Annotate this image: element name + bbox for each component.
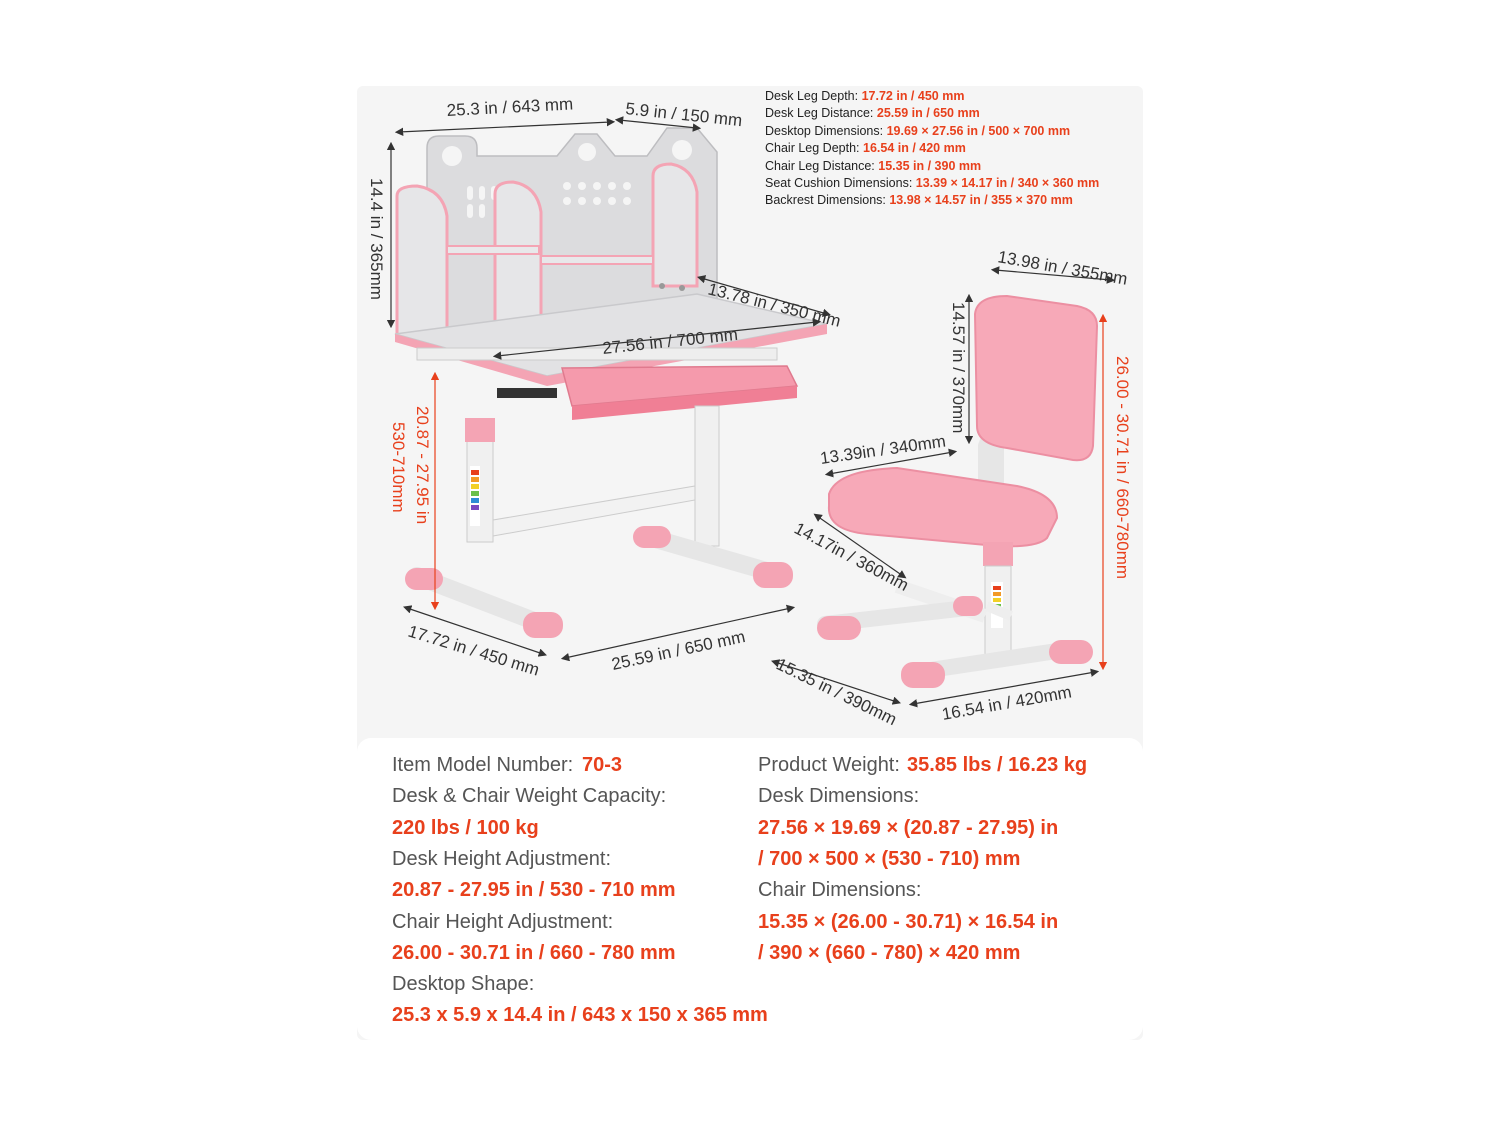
chair-back-foot-cap-right [953, 596, 983, 616]
desk-dims-value-1: 27.56 × 19.69 × (20.87 - 27.95) in [758, 817, 1059, 839]
top-spec-label: Seat Cushion Dimensions: [765, 176, 913, 191]
desk-support-rail [416, 347, 778, 361]
top-spec-row: Desk Leg Distance: 25.59 in / 650 mm [765, 105, 1099, 122]
top-spec-label: Desk Leg Depth: [765, 89, 859, 103]
model-label: Item Model Number: [392, 754, 574, 776]
weight-value: 35.85 lbs / 16.23 kg [907, 754, 1088, 776]
desk-left-leg-collar [465, 418, 495, 442]
dim-hutch-depth: 5.9 in / 150 mm [625, 99, 744, 130]
hutch-shelf-left [446, 245, 540, 255]
dim-hutch-height: 14.4 in / 365mm [367, 178, 386, 300]
top-spec-value: 15.35 in / 390 mm [878, 158, 982, 173]
chair-seat [827, 466, 1059, 548]
chair-height-label: Chair Height Adjustment: [392, 911, 614, 933]
desk-right-foot-cap-back [633, 526, 671, 548]
dim-desk-leg-distance: 25.59 in / 650 mm [610, 627, 747, 674]
dim-chair-height: 26.00 - 30.71 in / 660-780mm [1113, 356, 1132, 579]
desk-height-label: Desk Height Adjustment: [392, 848, 611, 870]
desk-right-foot-cap-front [753, 562, 793, 588]
chair-back-foot-cap-left [817, 616, 861, 640]
top-spec-value: 13.39 × 14.17 in / 340 × 360 mm [915, 176, 1100, 191]
dim-chair-leg-depth: 16.54 in / 420mm [940, 682, 1073, 724]
chair-front-foot-cap-right [1049, 640, 1093, 664]
specs-panel: Item Model Number: 70-3 Desk & Chair Wei… [357, 738, 1143, 1040]
top-spec-list: Desk Leg Depth: 17.72 in / 450 mm Desk L… [765, 88, 1099, 210]
top-spec-value: 16.54 in / 420 mm [863, 141, 966, 156]
chair-dims-label: Chair Dimensions: [758, 879, 922, 901]
dimension-lines-red [430, 313, 1108, 671]
shape-label: Desktop Shape: [392, 973, 535, 995]
top-spec-row: Desk Leg Depth: 17.72 in / 450 mm [765, 88, 1099, 105]
top-spec-label: Desk Leg Distance: [765, 106, 874, 121]
capacity-value: 220 lbs / 100 kg [392, 817, 539, 839]
top-spec-label: Desktop Dimensions: [765, 123, 884, 138]
chair-column-collar [983, 542, 1013, 566]
top-spec-label: Chair Leg Depth: [765, 141, 860, 156]
dim-chair-leg-distance: 15.35 in / 390mm [773, 655, 899, 730]
top-spec-value: 25.59 in / 650 mm [876, 106, 980, 121]
weight-label: Product Weight: [758, 754, 900, 776]
dim-backrest-width: 13.98 in / 355mm [996, 247, 1129, 289]
dim-backrest-height: 14.57 in / 370mm [949, 302, 968, 433]
chair-dims-value-1: 15.35 × (26.00 - 30.71) × 16.54 in [758, 911, 1059, 933]
desk-left-foot-cap-back [405, 568, 443, 590]
hutch-middle-panel [493, 180, 543, 338]
dim-seat-width: 13.39in / 340mm [819, 432, 947, 468]
desk-height-value: 20.87 - 27.95 in / 530 - 710 mm [392, 879, 676, 901]
desk-right-leg [694, 405, 720, 547]
dim-desk-height-mm: 530-710mm [389, 422, 408, 513]
desk-dims-value-2: / 700 × 500 × (530 - 710) mm [758, 848, 1021, 870]
chair-crossbar-right [985, 601, 1013, 621]
desk-chair-illustration: 25.3 in / 643 mm 5.9 in / 150 mm 14.4 in… [367, 94, 1132, 730]
capacity-label: Desk & Chair Weight Capacity: [392, 785, 667, 807]
drawer-front [572, 386, 797, 420]
hutch-shelf-right [540, 255, 654, 265]
shape-value: 25.3 x 5.9 x 14.4 in / 643 x 150 x 365 m… [392, 1004, 768, 1026]
product-spec-card: 25.3 in / 643 mm 5.9 in / 150 mm 14.4 in… [357, 86, 1143, 1040]
drawer-slide [497, 388, 557, 398]
hutch-right-side [651, 162, 699, 288]
desk-left-foot-cap-front [523, 612, 563, 638]
top-spec-value: 19.69 × 27.56 in / 500 × 700 mm [886, 123, 1071, 138]
desk [394, 127, 828, 638]
top-spec-row: Backrest Dimensions: 13.98 × 14.57 in / … [765, 192, 1099, 209]
top-spec-row: Desktop Dimensions: 19.69 × 27.56 in / 5… [765, 123, 1099, 140]
desk-dims-label: Desk Dimensions: [758, 785, 920, 807]
chair-height-value: 26.00 - 30.71 in / 660 - 780 mm [392, 942, 676, 964]
model-value: 70-3 [582, 754, 623, 776]
desk-crossbar [492, 485, 696, 537]
dim-hutch-width: 25.3 in / 643 mm [446, 94, 573, 120]
dimension-lines [386, 116, 1116, 708]
chair-dims-value-2: / 390 × (660 - 780) × 420 mm [758, 942, 1021, 964]
top-spec-row: Chair Leg Depth: 16.54 in / 420 mm [765, 140, 1099, 157]
chair-front-foot-cap-left [901, 662, 945, 688]
top-spec-row: Chair Leg Distance: 15.35 in / 390 mm [765, 158, 1099, 175]
top-spec-label: Backrest Dimensions: [765, 193, 886, 208]
chair-backrest [973, 294, 1099, 462]
dim-desk-height: 20.87 - 27.95 in [413, 406, 432, 524]
top-spec-label: Chair Leg Distance: [765, 158, 875, 173]
chair [817, 294, 1099, 688]
top-spec-value: 13.98 × 14.57 in / 355 × 370 mm [889, 193, 1073, 208]
height-scale-colors [471, 470, 479, 510]
hutch-left-side [395, 184, 449, 338]
top-spec-value: 17.72 in / 450 mm [861, 89, 965, 103]
top-spec-row: Seat Cushion Dimensions: 13.39 × 14.17 i… [765, 175, 1099, 192]
